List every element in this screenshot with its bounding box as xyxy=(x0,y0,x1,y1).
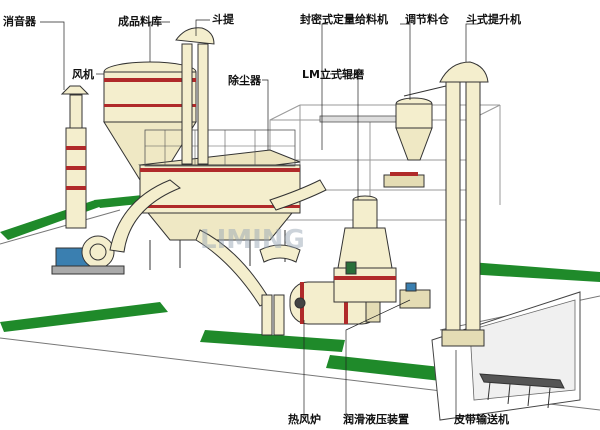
label-regulating-bin: 调节料仓 xyxy=(405,13,449,26)
label-sealed-feeder: 封密式定量给料机 xyxy=(300,13,388,26)
belt-conveyor xyxy=(479,373,565,409)
product-silo xyxy=(103,61,197,199)
watermark: LIMING xyxy=(200,225,305,255)
label-fan: 风机 xyxy=(72,68,94,81)
right-bucket-elevator xyxy=(403,61,489,347)
leader-lines xyxy=(40,19,478,418)
label-silencer: 消音器 xyxy=(3,15,36,28)
label-belt-conveyor: 皮带输送机 xyxy=(454,413,509,426)
label-bucket-elevator-top: 斗提 xyxy=(212,13,234,26)
lubrication-unit xyxy=(399,282,431,309)
left-bucket-elevator xyxy=(175,27,215,165)
regulating-bin xyxy=(383,97,433,188)
label-product-silo: 成品料库 xyxy=(118,15,162,28)
pipe-supports xyxy=(261,294,285,336)
fan-unit xyxy=(51,235,125,275)
silencer-stack xyxy=(60,85,90,229)
label-lm-mill: LM立式辊磨 xyxy=(302,68,364,81)
label-dust-collector: 除尘器 xyxy=(228,74,261,87)
label-hot-air-furnace: 热风炉 xyxy=(288,413,321,426)
dust-collector xyxy=(138,129,301,270)
label-bucket-elevator: 斗式提升机 xyxy=(466,13,521,26)
air-ducts xyxy=(109,179,327,307)
label-lubrication-hydraulic: 润滑液压装置 xyxy=(343,413,409,426)
vertical-roller-mill xyxy=(333,195,397,303)
